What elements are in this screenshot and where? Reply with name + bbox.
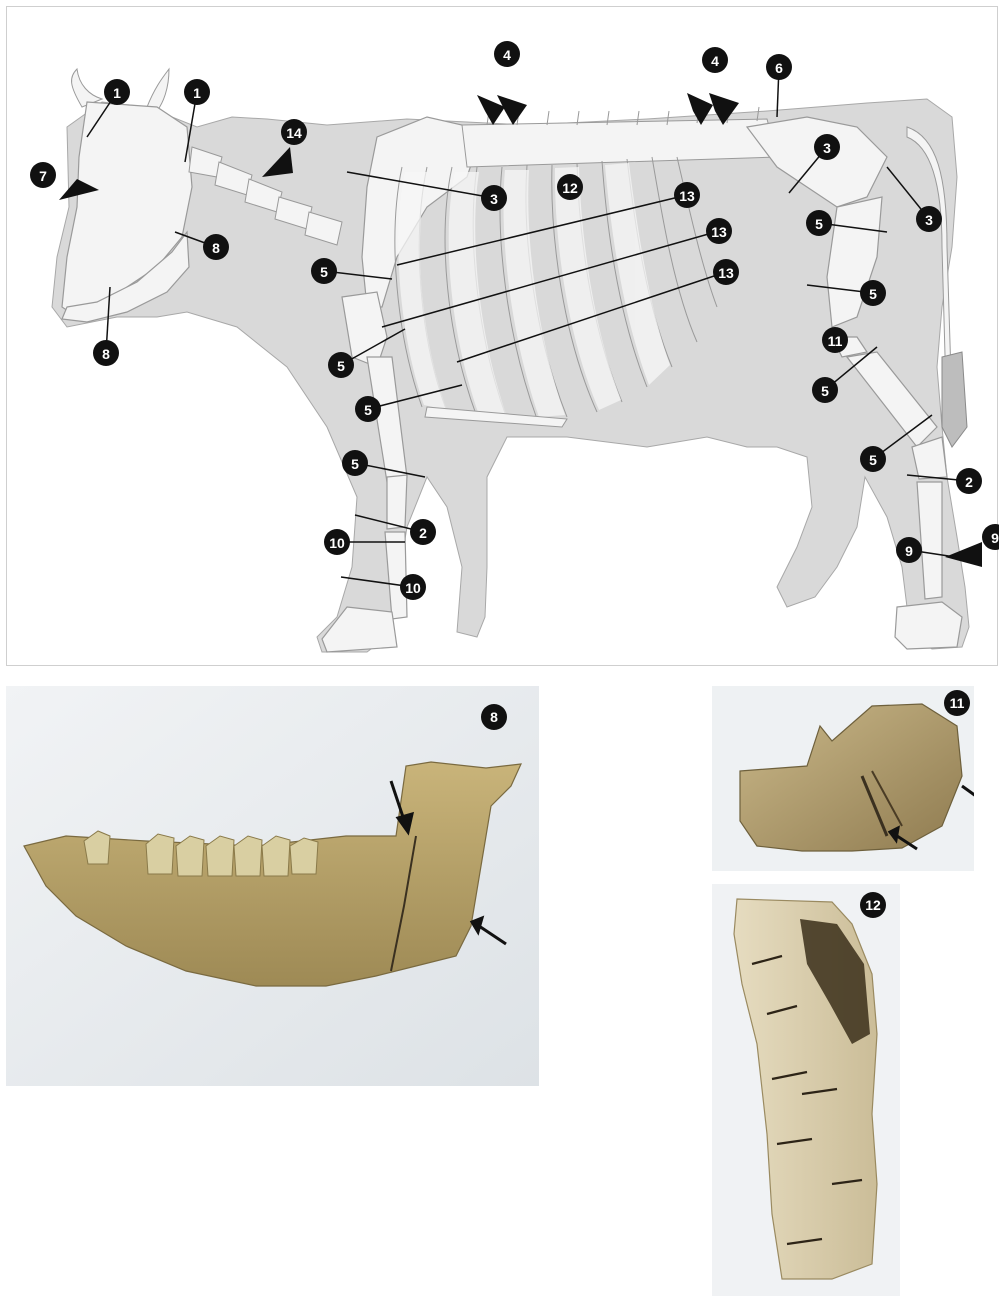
marker-label: 5 bbox=[364, 402, 372, 418]
marker-label: 11 bbox=[828, 333, 843, 349]
marker-badge: 5 bbox=[342, 450, 368, 476]
marker-label: 12 bbox=[562, 180, 578, 196]
photo-bone-fragment: 11 bbox=[712, 686, 974, 871]
marker-label: 6 bbox=[775, 60, 783, 76]
marker-badge: 14 bbox=[281, 119, 307, 145]
marker-badge: 5 bbox=[812, 377, 838, 403]
marker-badge: 5 bbox=[806, 210, 832, 236]
marker-label: 5 bbox=[821, 383, 829, 399]
marker-badge: 3 bbox=[814, 134, 840, 160]
photo-mandible: 8 bbox=[6, 686, 539, 1086]
photo-bone-shaft-label: 12 bbox=[860, 892, 886, 918]
marker-badge: 10 bbox=[324, 529, 350, 555]
marker-badge: 13 bbox=[674, 182, 700, 208]
horn-right bbox=[147, 69, 169, 111]
marker-badge: 5 bbox=[860, 446, 886, 472]
tail-switch bbox=[942, 352, 967, 447]
marker-badge: 5 bbox=[860, 280, 886, 306]
marker-badge: 13 bbox=[706, 218, 732, 244]
bone-fragment-illustration bbox=[712, 686, 974, 871]
marker-label: 5 bbox=[337, 358, 345, 374]
marker-badge: 5 bbox=[328, 352, 354, 378]
marker-label: 5 bbox=[869, 286, 877, 302]
marker-label: 1 bbox=[193, 85, 201, 101]
marker-badge: 4 bbox=[494, 41, 520, 67]
marker-label: 8 bbox=[102, 346, 110, 362]
marker-label: 3 bbox=[490, 191, 498, 207]
marker-label: 3 bbox=[925, 212, 933, 228]
marker-badge: 5 bbox=[311, 258, 337, 284]
marker-badge: 1 bbox=[104, 79, 130, 105]
marker-label: 10 bbox=[329, 535, 345, 551]
marker-label: 1 bbox=[113, 85, 121, 101]
marker-badge: 9 bbox=[982, 524, 999, 550]
photo-bone-shaft: 12 bbox=[712, 884, 900, 1296]
marker-label: 2 bbox=[965, 474, 973, 490]
marker-label: 4 bbox=[503, 47, 511, 63]
marker-badge: 3 bbox=[916, 206, 942, 232]
marker-label: 13 bbox=[718, 265, 734, 281]
marker-label: 13 bbox=[679, 188, 695, 204]
marker-badge: 1 bbox=[184, 79, 210, 105]
marker-badge: 7 bbox=[30, 162, 56, 188]
marker-badge: 3 bbox=[481, 185, 507, 211]
marker-label: 8 bbox=[212, 240, 220, 256]
marker-badge: 5 bbox=[355, 396, 381, 422]
marker-badge: 8 bbox=[93, 340, 119, 366]
marker-badge: 13 bbox=[713, 259, 739, 285]
marker-label: 5 bbox=[869, 452, 877, 468]
marker-label: 9 bbox=[991, 530, 999, 546]
marker-label: 4 bbox=[711, 53, 719, 69]
marker-label: 14 bbox=[286, 125, 302, 141]
marker-badge: 8 bbox=[203, 234, 229, 260]
marker-label: 5 bbox=[351, 456, 359, 472]
marker-label: 5 bbox=[320, 264, 328, 280]
photo-mandible-label: 8 bbox=[481, 704, 507, 730]
marker-label: 13 bbox=[711, 224, 727, 240]
marker-label: 2 bbox=[419, 525, 427, 541]
marker-label: 3 bbox=[823, 140, 831, 156]
marker-label: 10 bbox=[405, 580, 421, 596]
marker-label: 9 bbox=[905, 543, 913, 559]
photo-bone-fragment-label: 11 bbox=[944, 690, 970, 716]
marker-badge: 9 bbox=[896, 537, 922, 563]
horn-left bbox=[72, 69, 102, 107]
marker-badge: 2 bbox=[410, 519, 436, 545]
marker-badge: 6 bbox=[766, 54, 792, 80]
marker-badge: 10 bbox=[400, 574, 426, 600]
mandible-illustration bbox=[6, 686, 539, 1086]
marker-badge: 12 bbox=[557, 174, 583, 200]
marker-label: 5 bbox=[815, 216, 823, 232]
marker-badge: 11 bbox=[822, 327, 848, 353]
bone-shaft-illustration bbox=[712, 884, 900, 1296]
marker-badge: 4 bbox=[702, 47, 728, 73]
marker-badge: 2 bbox=[956, 468, 982, 494]
marker-label: 7 bbox=[39, 168, 47, 184]
